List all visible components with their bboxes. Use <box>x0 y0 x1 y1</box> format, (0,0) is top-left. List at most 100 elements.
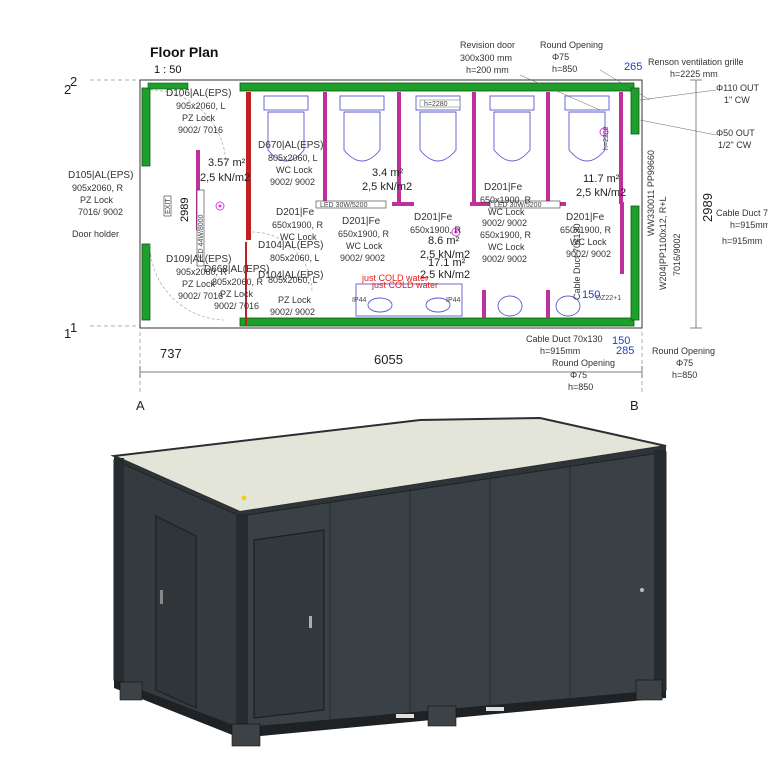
svg-text:just COLD water: just COLD water <box>371 280 438 290</box>
svg-text:WC Lock: WC Lock <box>488 242 525 252</box>
container-outline <box>139 79 643 329</box>
svg-text:D201|Fe: D201|Fe <box>342 216 381 227</box>
svg-text:PZ Lock: PZ Lock <box>278 295 312 305</box>
svg-text:805x2060, L: 805x2060, L <box>268 275 318 285</box>
svg-text:7016/9002: 7016/9002 <box>672 233 682 276</box>
door-handle-icon[interactable] <box>309 616 312 628</box>
svg-text:WC Lock: WC Lock <box>346 241 383 251</box>
svg-text:9002/ 7016: 9002/ 7016 <box>214 301 259 311</box>
svg-text:D104|AL(EPS): D104|AL(EPS) <box>258 270 323 281</box>
svg-text:PZ Lock: PZ Lock <box>182 279 216 289</box>
svg-text:2,5 kN/m2: 2,5 kN/m2 <box>420 269 470 281</box>
svg-text:Φ75: Φ75 <box>570 370 587 380</box>
svg-text:150: 150 <box>582 289 600 301</box>
svg-text:WC Lock: WC Lock <box>570 237 607 247</box>
svg-text:D109|AL(EPS): D109|AL(EPS) <box>166 254 231 265</box>
svg-text:150: 150 <box>612 335 630 347</box>
axis-row-top-shadow: 2 <box>70 74 77 89</box>
svg-text:300x300 mm: 300x300 mm <box>460 53 512 63</box>
svg-text:h=850: h=850 <box>672 370 697 380</box>
svg-text:9002/ 7016: 9002/ 7016 <box>178 291 223 301</box>
svg-text:650x1900, R: 650x1900, R <box>480 230 532 240</box>
svg-text:EXIT: EXIT <box>165 198 172 214</box>
svg-text:WC Lock: WC Lock <box>280 232 317 242</box>
svg-text:h=850: h=850 <box>552 64 577 74</box>
svg-text:650x1900, R: 650x1900, R <box>272 220 324 230</box>
svg-text:Renson ventilation grille: Renson ventilation grille <box>648 57 744 67</box>
svg-text:650x1900, R: 650x1900, R <box>480 195 532 205</box>
svg-text:W204|PP1100x12, R+L: W204|PP1100x12, R+L <box>658 197 668 290</box>
dim-total-length: 6055 <box>374 352 403 367</box>
svg-text:9002/ 9002: 9002/ 9002 <box>482 254 527 264</box>
svg-text:Round Opening: Round Opening <box>652 346 715 356</box>
svg-text:D670|AL(EPS): D670|AL(EPS) <box>258 140 323 151</box>
svg-text:LED 30W/5200: LED 30W/5200 <box>494 202 542 209</box>
svg-text:2,5 kN/m2: 2,5 kN/m2 <box>576 187 626 199</box>
axis-col-right: B <box>630 398 639 413</box>
container-roof <box>110 416 667 514</box>
door-swings <box>149 89 313 321</box>
svg-text:h=915mm: h=915mm <box>730 220 768 230</box>
svg-text:7016/ 9002: 7016/ 9002 <box>78 207 123 217</box>
container-feet <box>119 679 663 747</box>
svg-text:just COLD water: just COLD water <box>361 273 428 283</box>
svg-text:WC Lock: WC Lock <box>488 207 525 217</box>
svg-text:Round Opening: Round Opening <box>540 40 603 50</box>
dim-depth-right: 2989 <box>700 193 715 222</box>
svg-text:D668|AL(EPS): D668|AL(EPS) <box>204 264 269 275</box>
svg-text:Φ50 OUT: Φ50 OUT <box>716 128 755 138</box>
svg-text:9002/ 9002: 9002/ 9002 <box>482 218 527 228</box>
partition-wall-red <box>246 92 251 240</box>
svg-text:9002/ 7016: 9002/ 7016 <box>178 125 223 135</box>
toilets <box>263 95 610 317</box>
svg-text:2,5 kN/m2: 2,5 kN/m2 <box>200 172 250 184</box>
svg-text:h=200 mm: h=200 mm <box>466 65 509 75</box>
svg-text:h=915mm: h=915mm <box>540 346 580 356</box>
end-door[interactable] <box>155 515 197 709</box>
svg-text:Cable Duct 70x130: Cable Duct 70x130 <box>572 223 582 300</box>
svg-text:Round Opening: Round Opening <box>552 358 615 368</box>
svg-text:LED 30W/5200: LED 30W/5200 <box>320 202 368 209</box>
panel-seams <box>329 467 571 720</box>
svg-text:Cable Duct 70x130: Cable Duct 70x130 <box>526 334 603 344</box>
svg-text:D201|Fe: D201|Fe <box>484 182 523 193</box>
svg-text:9002/ 9002: 9002/ 9002 <box>340 253 385 263</box>
svg-text:1" CW: 1" CW <box>724 95 750 105</box>
svg-text:Door holder: Door holder <box>72 229 119 239</box>
led-fixtures: LED 30W/5200 LED 30W/5200 LED 44W/8000 E… <box>163 99 621 304</box>
svg-text:WW330011 PP99660: WW330011 PP99660 <box>646 150 656 236</box>
svg-text:IP44: IP44 <box>352 297 367 304</box>
container-3d-view <box>110 416 667 747</box>
corner-posts <box>114 450 666 730</box>
svg-text:285: 285 <box>616 345 634 357</box>
svg-text:Φ75: Φ75 <box>676 358 693 368</box>
outer-walls <box>141 82 640 327</box>
svg-text:h=2225 mm: h=2225 mm <box>670 69 718 79</box>
svg-text:3.4 m²: 3.4 m² <box>372 167 404 179</box>
plan-scale: 1 : 50 <box>154 64 182 76</box>
svg-text:905x2060, R: 905x2060, R <box>176 267 228 277</box>
svg-text:905x2060, R: 905x2060, R <box>72 183 124 193</box>
svg-text:Φ110 OUT: Φ110 OUT <box>716 83 760 93</box>
dim-depth-left: 2989 <box>179 198 191 222</box>
svg-text:h=2280: h=2280 <box>424 101 448 108</box>
plan-title: Floor Plan <box>150 44 218 60</box>
svg-text:PZ Lock: PZ Lock <box>220 289 254 299</box>
svg-text:650x1900, R: 650x1900, R <box>410 225 462 235</box>
svg-text:D201|Fe: D201|Fe <box>276 207 315 218</box>
svg-text:h=2200: h=2200 <box>603 126 610 150</box>
side-door[interactable] <box>253 529 325 719</box>
svg-text:PZ Lock: PZ Lock <box>80 195 114 205</box>
svg-text:D201|Fe: D201|Fe <box>414 212 453 223</box>
svg-text:D106|AL(EPS): D106|AL(EPS) <box>166 88 231 99</box>
svg-text:805x2060, L: 805x2060, L <box>268 153 318 163</box>
top-annotations: Revision door 300x300 mm h=200 mm Round … <box>460 40 760 150</box>
bottom-annotations: just COLD water just COLD water Cable Du… <box>361 273 715 392</box>
svg-text:8.6 m²: 8.6 m² <box>428 235 460 247</box>
washbasin-counter <box>355 283 463 317</box>
svg-text:805x2060, L: 805x2060, L <box>270 253 320 263</box>
svg-text:17.1 m²: 17.1 m² <box>428 257 466 269</box>
svg-text:2,5 kN/m2: 2,5 kN/m2 <box>420 249 470 261</box>
room-areas: 3.57 m² 2,5 kN/m2 3.4 m² 2,5 kN/m2 11.7 … <box>200 157 626 281</box>
axis-row-top: 2 <box>64 82 71 97</box>
